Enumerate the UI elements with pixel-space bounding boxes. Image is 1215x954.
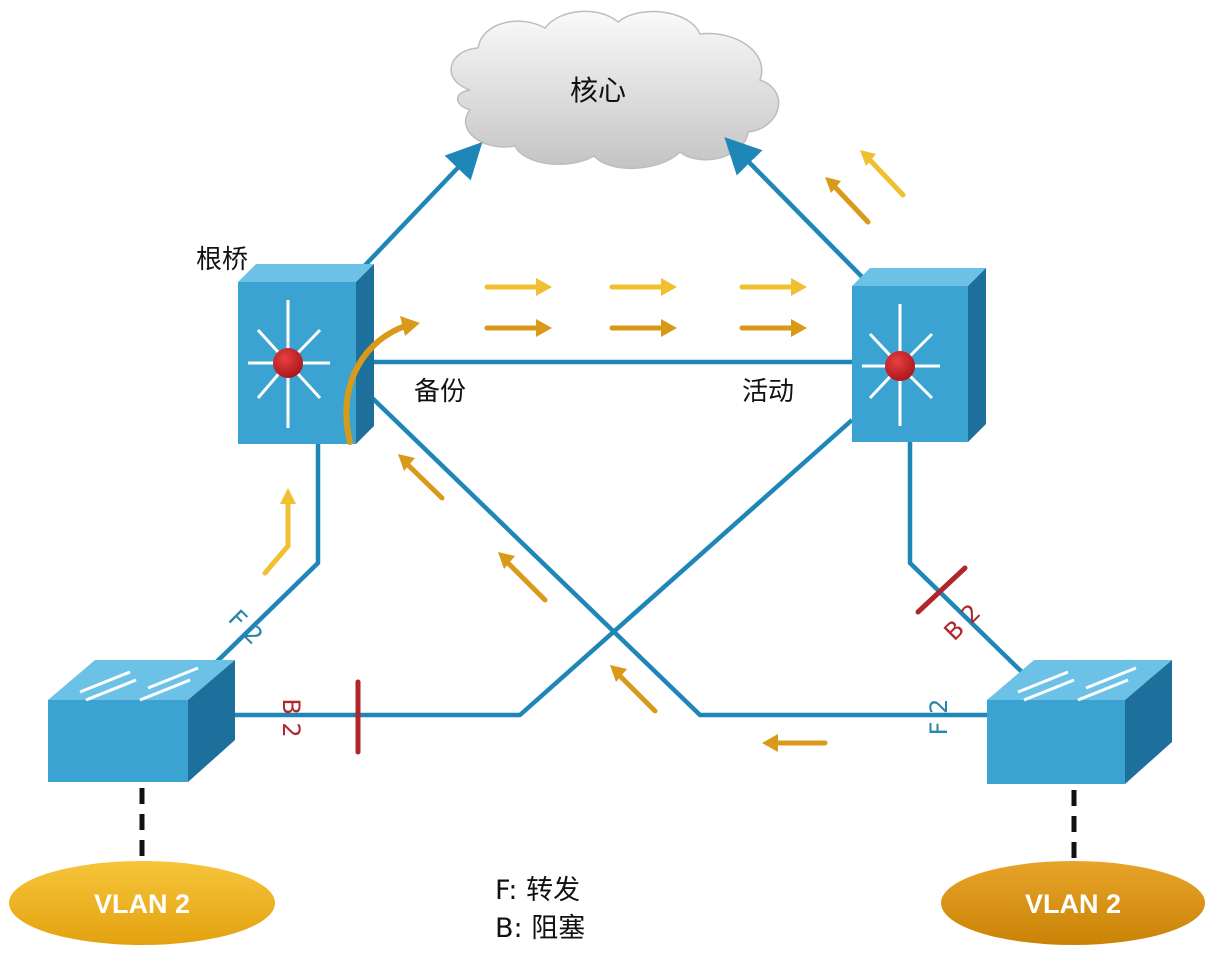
root-bridge-label: 根桥 xyxy=(196,245,248,275)
active-label: 活动 xyxy=(742,377,794,407)
link-root-to-right-access xyxy=(364,390,990,718)
blocked-marks xyxy=(355,565,968,755)
flow-arrow xyxy=(865,155,906,198)
vlan-left-label: VLAN 2 xyxy=(94,889,190,919)
flow-arrow xyxy=(405,462,445,501)
distribution-switch-right xyxy=(852,268,986,442)
port-label-right-uplink: B 2 xyxy=(939,599,987,647)
link-right-access-to-right-l3 xyxy=(907,440,1027,677)
flow-arrow xyxy=(830,182,871,225)
core-cloud: 核心 xyxy=(450,10,780,170)
flow-arrow-bent xyxy=(262,499,291,576)
flow-arrow xyxy=(505,560,548,603)
backup-label: 备份 xyxy=(414,377,466,407)
link-left-access-to-root xyxy=(196,440,321,682)
port-label-right-cross: F 2 xyxy=(925,699,953,736)
block-mark-right xyxy=(915,565,968,615)
flow-arrow-group xyxy=(484,278,807,337)
legend-blocked: B: 阻塞 xyxy=(495,913,586,944)
link-right-to-core xyxy=(724,137,872,287)
port-label-left-uplink: F 2 xyxy=(223,604,269,650)
access-switch-right xyxy=(987,660,1172,784)
flow-arrow-curved xyxy=(343,323,408,445)
vlan-drops xyxy=(139,788,1077,862)
access-switch-left xyxy=(48,660,235,782)
port-label-left-cross: B 2 xyxy=(277,698,305,737)
core-label: 核心 xyxy=(570,74,626,107)
switch-arrows-icon xyxy=(79,666,199,702)
root-bridge-switch: 根桥 xyxy=(196,245,374,444)
links xyxy=(196,137,1027,718)
vlan-left: VLAN 2 xyxy=(9,861,275,945)
vlan-right-label: VLAN 2 xyxy=(1025,889,1121,919)
flow-arrow xyxy=(617,673,658,714)
switch-arrows-icon xyxy=(1017,666,1137,702)
traffic-arrows xyxy=(262,150,906,752)
link-left-access-to-right-l3 xyxy=(235,418,854,718)
legend-forward: F: 转发 xyxy=(495,875,581,906)
vlan-right: VLAN 2 xyxy=(941,861,1205,945)
